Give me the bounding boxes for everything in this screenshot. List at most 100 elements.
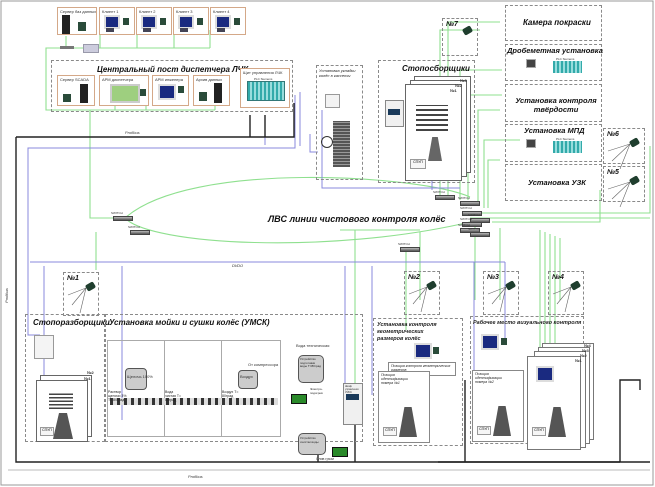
pump-icon	[332, 447, 348, 457]
scada-server-box: Сервер SCADA	[57, 75, 95, 106]
camera-icon	[461, 25, 474, 36]
ups-icon	[140, 89, 146, 96]
camera-fov	[67, 287, 87, 313]
plc-rack-icon	[553, 61, 582, 73]
monitor-icon	[536, 366, 554, 382]
switch-icon	[113, 216, 133, 221]
camera-fov	[408, 286, 428, 312]
stackers-group: Стопосборщики	[378, 60, 475, 183]
geometry-control-group: Установка контроля геометрических размер…	[373, 318, 463, 446]
plc-rack-icon	[247, 81, 285, 101]
printer-icon	[180, 28, 188, 32]
printer-icon	[217, 28, 225, 32]
client-box: Клиент 4	[210, 7, 246, 35]
visual-card-1: СПУП	[527, 356, 581, 450]
ident-2-box: Позиция идентификации номера №2 СПУП	[472, 370, 524, 442]
monitor-icon	[158, 84, 176, 100]
switch-icon	[462, 211, 482, 216]
ups-icon	[199, 92, 207, 101]
client-box: Клиент 3	[173, 7, 209, 35]
ups-icon	[501, 338, 507, 345]
lift-icon	[53, 413, 73, 439]
server-tower-icon	[62, 15, 70, 34]
switch-icon	[60, 46, 74, 49]
dispatcher-workstation-box: АРМ диспетчера	[99, 75, 149, 106]
camera-fov	[487, 286, 507, 312]
display-icon	[346, 394, 359, 400]
controller-icon	[34, 335, 54, 359]
turntable-icon	[321, 136, 333, 148]
monitor-icon	[178, 15, 194, 29]
printer-icon	[143, 28, 151, 32]
camera-6-group: №6	[603, 128, 645, 169]
server-box: Сервер баз данных	[57, 7, 97, 35]
client-box: Клиент 2	[136, 7, 172, 35]
spp-box: СПУП	[477, 426, 491, 435]
shot-blast-group: Дробеметная установка PLC Siemens	[505, 44, 603, 81]
paint-chamber-group: Камера покраски	[505, 5, 602, 41]
camera-4-group: №4	[548, 271, 584, 315]
pc-icon	[526, 139, 536, 148]
server-tower-icon	[80, 84, 88, 103]
ups-icon	[123, 18, 129, 25]
air-tank-icon	[238, 370, 258, 389]
ups-icon	[178, 86, 184, 93]
lift-icon	[399, 407, 417, 437]
printer-icon	[106, 28, 114, 32]
stacker-control-cabinet	[385, 100, 404, 127]
wide-monitor-icon	[110, 84, 140, 103]
monitor-icon	[141, 15, 157, 29]
water-heater-icon	[298, 355, 324, 383]
lift-icon	[428, 137, 442, 161]
pc-icon	[526, 59, 536, 68]
camera-fov	[552, 286, 572, 312]
hardness-control-group: Установка контроля твёрдости	[505, 84, 602, 122]
camera-3-group: №3	[483, 271, 519, 315]
pump-icon	[291, 394, 307, 404]
ups-icon	[160, 18, 166, 25]
switch-icon	[460, 201, 480, 206]
profibus-top-label: Profibus	[125, 130, 140, 135]
monitor-icon	[215, 15, 231, 29]
camera-fov	[607, 143, 631, 169]
ups-icon	[63, 94, 71, 102]
spp-box: СПУП	[40, 427, 54, 436]
monitor-icon	[104, 15, 120, 29]
spp-box: СПУП	[383, 427, 397, 436]
switch-icon	[462, 222, 482, 227]
dido-label: DI/DO	[232, 263, 244, 268]
lift-icon	[548, 407, 566, 437]
switch-icon	[470, 232, 490, 237]
router-icon	[83, 44, 99, 53]
ups-icon	[433, 347, 439, 354]
ups-icon	[234, 18, 240, 25]
monitor-icon	[481, 334, 499, 350]
profibus-bottom-label: Profibus	[188, 474, 203, 479]
ups-icon	[78, 22, 86, 31]
monitor-icon	[414, 343, 432, 359]
switch-icon	[435, 195, 455, 200]
server-tower-icon	[214, 83, 222, 103]
controller-icon	[325, 94, 340, 108]
central-post-group: Центральный пост диспетчера ЛЧК	[51, 60, 293, 112]
spp-box: СПУП	[410, 159, 426, 169]
ups-icon	[197, 18, 203, 25]
mpd-group: Установка МПД PLC Siemens	[505, 124, 602, 162]
lift-icon	[493, 406, 511, 436]
switch-icon	[400, 247, 420, 252]
camera-7-group: №7	[442, 18, 478, 56]
washer-control-cabinet: Шкаф управления УМСК	[343, 383, 363, 425]
washer-group: Установка мойки и сушки колёс (УМСК)	[105, 314, 363, 442]
stacker-card-1: СПУП	[405, 84, 462, 181]
cassette-loader-group: Установка укладки колёс в кассеты	[316, 65, 363, 180]
cassette-icon	[333, 121, 350, 167]
conveyor-icon	[110, 398, 278, 405]
camera-1-group: №1	[63, 272, 99, 316]
spp-box: СПУП	[532, 427, 546, 436]
engineer-workstation-box: АРМ инженера	[152, 75, 189, 106]
water-cleaning-icon	[298, 433, 326, 455]
stack-icon	[416, 105, 448, 131]
